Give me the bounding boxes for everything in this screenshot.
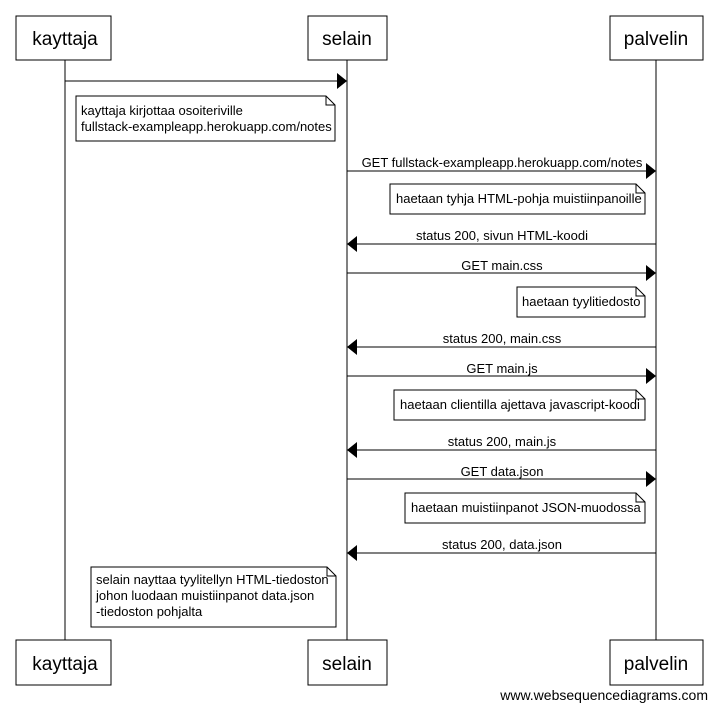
arrowhead-right [646,265,656,281]
arrowhead-right [646,368,656,384]
actor-box-bottom-selain: selain [307,639,388,686]
message-label: status 200, data.json [442,537,562,552]
message-label: GET main.css [461,258,543,273]
actor-label: kayttaja [32,29,98,50]
message-label: status 200, sivun HTML-koodi [416,228,588,243]
note-haetaan-muistiinpanot: haetaan muistiinpanot JSON-muodossa [404,492,646,524]
arrowhead-left [347,545,357,561]
note-line: haetaan muistiinpanot JSON-muodossa [411,500,642,515]
arrowhead-left [347,236,357,252]
note-kayttaja-kirjottaa: kayttaja kirjottaa osoiteriville fullsta… [75,95,336,142]
actor-label: palvelin [624,29,688,50]
footer-watermark: www.websequencediagrams.com [499,687,708,703]
message-status-data-json: status 200, data.json [347,537,656,561]
actor-label: selain [322,29,372,50]
arrowhead-right [646,163,656,179]
message-get-data-json: GET data.json [347,464,656,487]
note-line: kayttaja kirjottaa osoiteriville [81,103,243,118]
actor-box-bottom-palvelin: palvelin [609,639,704,686]
arrowhead-left [347,442,357,458]
note-haetaan-javascript: haetaan clientilla ajettava javascript-k… [393,389,646,421]
actor-label: kayttaja [32,654,98,675]
actor-label: selain [322,654,372,675]
actor-box-top-kayttaja: kayttaja [15,15,112,61]
note-line: -tiedoston pohjalta [96,604,203,619]
note-line: haetaan tyhja HTML-pohja muistiinpanoill… [396,191,642,206]
message-get-main-js: GET main.js [347,361,656,384]
arrowhead-left [347,339,357,355]
message-label: GET main.js [466,361,538,376]
arrowhead-right [337,73,347,89]
message-label: status 200, main.css [443,331,562,346]
actor-label: palvelin [624,654,688,675]
actor-box-bottom-kayttaja: kayttaja [15,639,112,686]
note-line: haetaan clientilla ajettava javascript-k… [400,397,640,412]
note-line: haetaan tyylitiedosto [522,294,641,309]
message-kayttaja-to-selain [65,73,347,89]
message-status-main-js: status 200, main.js [347,434,656,458]
message-get-notes: GET fullstack-exampleapp.herokuapp.com/n… [347,155,656,179]
arrowhead-right [646,471,656,487]
message-status-html: status 200, sivun HTML-koodi [347,228,656,252]
note-line: fullstack-exampleapp.herokuapp.com/notes [81,119,332,134]
note-line: johon luodaan muistiinpanot data.json [95,588,314,603]
actor-box-top-palvelin: palvelin [609,15,704,61]
actor-box-top-selain: selain [307,15,388,61]
message-label: GET fullstack-exampleapp.herokuapp.com/n… [362,155,643,170]
message-label: status 200, main.js [448,434,557,449]
note-haetaan-tyylitiedosto: haetaan tyylitiedosto [516,286,646,318]
note-haetaan-html-pohja: haetaan tyhja HTML-pohja muistiinpanoill… [389,183,646,215]
message-status-main-css: status 200, main.css [347,331,656,355]
message-get-main-css: GET main.css [347,258,656,281]
note-selain-nayttaa: selain nayttaa tyylitellyn HTML-tiedosto… [90,566,337,628]
note-line: selain nayttaa tyylitellyn HTML-tiedosto… [96,572,329,587]
message-label: GET data.json [461,464,544,479]
